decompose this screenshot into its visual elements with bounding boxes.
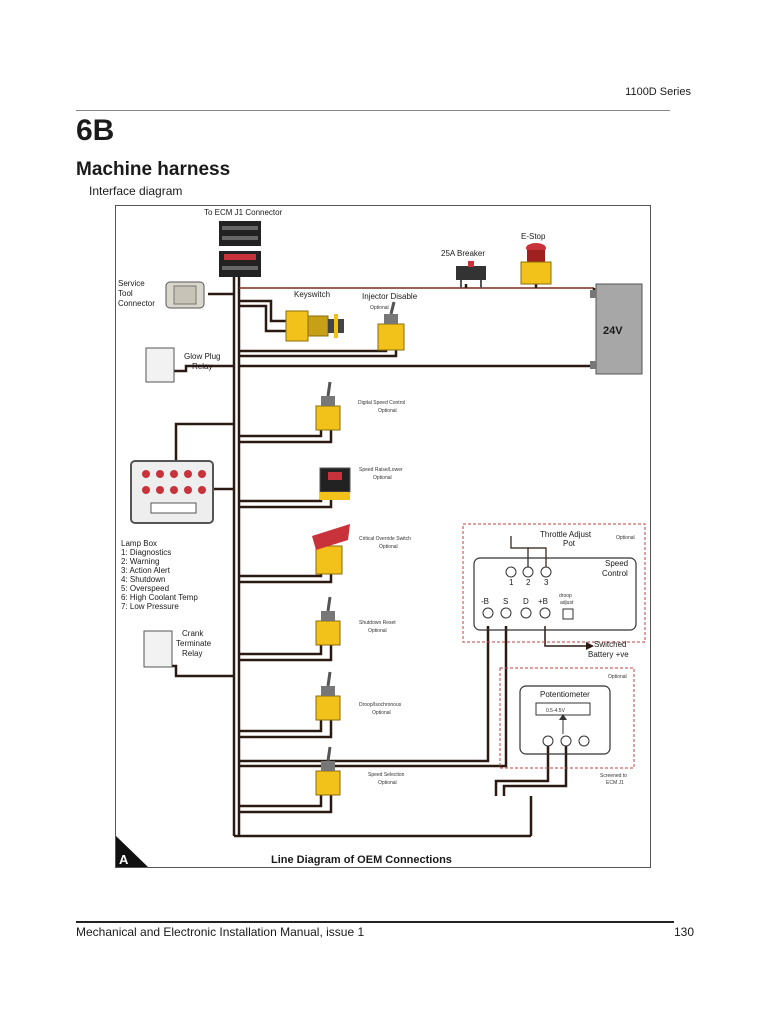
header-rule: [76, 110, 670, 111]
keyswitch-icon: [285, 310, 344, 342]
terminal-d: D: [523, 597, 529, 606]
lamp-box-item-3: 3: Action Alert: [121, 566, 171, 575]
chapter-number: 6B: [76, 114, 115, 147]
service-tool-connector-icon: [165, 281, 205, 309]
potentiometer-range: 0.5-4.5V: [546, 708, 566, 714]
throttle-adjust-label-1: Throttle Adjust: [540, 530, 592, 539]
potentiometer-label: Potentiometer: [540, 690, 590, 699]
pot-pin-2: 2: [526, 578, 531, 587]
battery-voltage: 24V: [603, 325, 623, 337]
crank-relay-label-3: Relay: [182, 649, 202, 658]
service-tool-label-1: Service: [118, 279, 145, 288]
pot-pin-1: 1: [509, 578, 514, 587]
potentiometer-optional: Optional: [608, 674, 627, 680]
glow-plug-relay-label-1: Glow Plug: [184, 352, 220, 361]
switched-battery-label-2: Battery +ve: [588, 650, 629, 659]
speed-control-label-2: Control: [602, 569, 628, 578]
critical-override-optional: Optional: [379, 544, 398, 550]
footer-rule: [76, 921, 674, 923]
injector-disable-label: Injector Disable: [362, 292, 418, 301]
throttle-adjust-optional: Optional: [616, 535, 635, 541]
figure-corner-marker: [116, 836, 148, 867]
shutdown-reset-label: Shutdown Reset: [359, 620, 396, 626]
digital-speed-control-label: Digital Speed Control: [358, 400, 405, 406]
diagram-subtitle: Interface diagram: [89, 184, 183, 198]
lamp-box-item-6: 6: High Coolant Temp: [121, 593, 198, 602]
critical-override-switch-icon: [312, 524, 350, 575]
potentiometer-box: [519, 685, 611, 755]
speed-selection-label: Speed Selection: [368, 772, 405, 778]
keyswitch-label: Keyswitch: [294, 290, 330, 299]
estop-label: E-Stop: [521, 232, 546, 241]
throttle-adjust-label-2: Pot: [563, 539, 576, 548]
pot-pin-3: 3: [544, 578, 549, 587]
speed-selection-switch-icon: [315, 746, 341, 796]
switched-battery-label-1: Switched: [594, 640, 626, 649]
shutdown-reset-switch-icon: [315, 596, 341, 646]
droop-isochronous-label: Droop/Isochronous: [359, 702, 402, 708]
lamp-box-item-5: 5: Overspeed: [121, 584, 169, 593]
terminal-s: S: [503, 597, 508, 606]
service-tool-label-2: Tool: [118, 289, 133, 298]
figure-letter: A: [119, 852, 129, 867]
speed-raise-lower-switch-icon: [319, 467, 351, 500]
lamp-box-item-2: 2: Warning: [121, 557, 159, 566]
crank-terminate-relay-icon: [143, 630, 173, 668]
lamp-box-title: Lamp Box: [121, 539, 157, 548]
droop-isochronous-switch-icon: [315, 671, 341, 721]
speed-selection-optional: Optional: [378, 780, 397, 786]
glow-plug-relay-label-2: Relay: [192, 362, 212, 371]
speed-control-box: [473, 557, 637, 631]
injector-disable-optional: Optional: [370, 305, 389, 311]
estop-icon: [520, 243, 552, 285]
breaker-icon: [456, 261, 486, 288]
droop-isochronous-optional: Optional: [372, 710, 391, 716]
droop-adjust-label-1: droop: [559, 593, 572, 599]
digital-speed-control-switch-icon: [315, 381, 341, 431]
harness-wires: [164, 276, 596, 838]
service-tool-label-3: Connector: [118, 299, 155, 308]
terminal-neg-b: -B: [481, 597, 489, 606]
figure-caption: Line Diagram of OEM Connections: [271, 854, 452, 866]
section-title: Machine harness: [76, 159, 231, 180]
lamp-box-item-7: 7: Low Pressure: [121, 602, 179, 611]
speed-control-panel-border: [462, 523, 646, 643]
breaker-label: 25A Breaker: [441, 249, 485, 258]
interface-diagram-figure: To ECM J1 Connector 25A Breaker E-Stop S…: [115, 205, 651, 868]
potentiometer-panel-border: [499, 667, 635, 769]
terminal-pos-b: +B: [538, 597, 548, 606]
speed-raise-lower-label: Speed Raise/Lower: [359, 467, 403, 473]
crank-relay-label-2: Terminate: [176, 639, 212, 648]
series-label: 1100D Series: [625, 86, 691, 98]
page-number: 130: [673, 925, 694, 939]
lamp-box-icon: [130, 460, 214, 524]
lamp-box-item-4: 4: Shutdown: [121, 575, 165, 584]
crank-relay-label-1: Crank: [182, 629, 204, 638]
droop-adjust-label-2: adjust: [560, 600, 574, 606]
injector-disable-switch-icon: [377, 301, 405, 351]
footer-manual-title: Mechanical and Electronic Installation M…: [76, 925, 365, 939]
shutdown-reset-optional: Optional: [368, 628, 387, 634]
speed-control-label-1: Speed: [605, 559, 628, 568]
digital-speed-control-optional: Optional: [378, 408, 397, 414]
speed-raise-lower-optional: Optional: [373, 475, 392, 481]
critical-override-label: Critical Override Switch: [359, 536, 411, 542]
screened-label-1: Screened to: [600, 773, 627, 779]
lamp-box-item-1: 1: Diagnostics: [121, 548, 171, 557]
glow-plug-relay-icon: [145, 347, 175, 383]
wiring-diagram: To ECM J1 Connector 25A Breaker E-Stop S…: [116, 208, 646, 867]
ecm-connector-label: To ECM J1 Connector: [204, 208, 283, 217]
screened-label-2: ECM J1: [606, 780, 624, 786]
ecm-connector-icon: [219, 221, 261, 277]
battery-icon: [590, 283, 643, 375]
